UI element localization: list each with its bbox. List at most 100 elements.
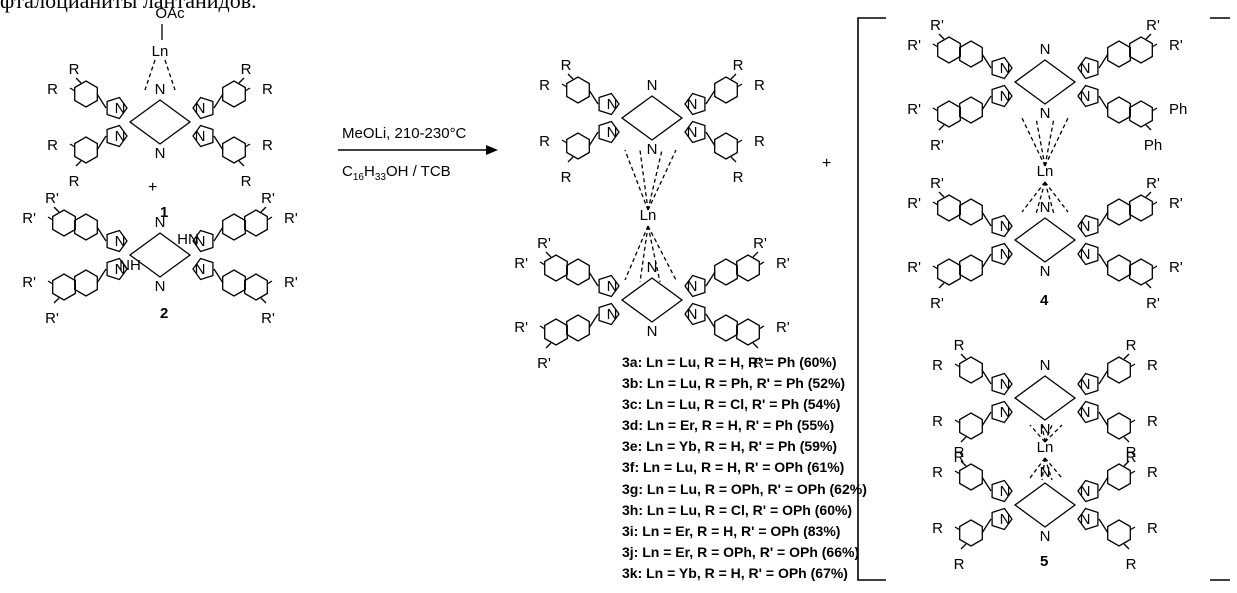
c1-link-1 [213, 93, 224, 109]
reaction-arrow [338, 145, 498, 155]
c3-bottom-sub-bond-b0 [545, 251, 552, 258]
c4-bottom-link-2 [981, 253, 992, 269]
c5-top-link-0 [981, 369, 992, 385]
c2-link-1 [213, 226, 224, 242]
c3-coord-up-1 [639, 149, 649, 211]
c3-top-sub-bond-b3 [730, 156, 737, 163]
c4-top-benzo-3 [1107, 96, 1131, 124]
c5-top-sub-bond-a2 [954, 419, 961, 424]
c1-pyrrole-n-1: N [195, 100, 206, 117]
c3-coord-down-3 [647, 225, 677, 281]
c2-pyrrole-n-2: N [115, 261, 126, 278]
c4-bottom-sub-bond-b3 [1145, 282, 1152, 289]
c1-sub-b0: R [69, 61, 80, 78]
bracket-right [1210, 17, 1230, 581]
c3-top-link-1 [705, 89, 716, 105]
c4-top-core-ring [1013, 59, 1077, 105]
c3-top-benzo-2 [566, 132, 590, 160]
c4-top-pyrrole-n-1: N [1080, 60, 1091, 77]
c2-sub-bond-b0 [53, 206, 60, 213]
c4-bottom-sub-b3: R' [1146, 295, 1160, 312]
bracket-left [857, 17, 886, 581]
c4-bottom-sub-bond-a1 [1151, 201, 1158, 206]
c4-bottom-naphtho-2 [937, 258, 961, 286]
c1-sub-bond-a0 [69, 87, 76, 92]
c2-sub-bond-a1 [266, 216, 273, 221]
c3-bottom-pyrrole-n-2: N [607, 306, 618, 323]
c3-top-benzo-0 [566, 76, 590, 104]
c4-coord-up-2 [1044, 117, 1055, 167]
c1-sub-bond-b3 [238, 160, 245, 167]
c3-bottom-sub-a0: R' [514, 255, 528, 272]
c2-pyrrole-n-1: N [195, 233, 206, 250]
compound-label-5: 5 [1040, 553, 1048, 570]
c5-bottom-benzo-1 [1107, 463, 1131, 491]
c4-coord-up-3 [1044, 117, 1069, 167]
c3-bottom-naphtho-1 [736, 254, 760, 282]
c4-bottom-sub-b2: R' [930, 295, 944, 312]
c2-sub-bond-b2 [53, 297, 60, 304]
c3-top-sub-bond-a2 [561, 139, 568, 144]
c3-top-sub-b1: R [733, 57, 744, 74]
c3-top-pyrrole-n-0: N [607, 96, 618, 113]
arrow-conditions-below: C16H33OH / TCB [342, 163, 451, 183]
c1-pyrrole-3 [192, 124, 214, 148]
plus-sign-1: + [148, 179, 157, 196]
c4-bottom-pyrrole-n-1: N [1080, 218, 1091, 235]
c4-top-benzo-2 [959, 96, 983, 124]
c4-bottom-core-ring [1013, 217, 1077, 263]
c3-top-sub-bond-b1 [730, 73, 737, 80]
c5-bottom-pyrrole-n-2: N [1000, 511, 1011, 528]
c1-sub-bond-b0 [75, 77, 82, 84]
c5-top-pyrrole-2 [991, 400, 1013, 424]
c3-top-link-0 [588, 89, 599, 105]
c5-top-sub-a0: R [932, 357, 943, 374]
c1-pyrrole-n-3: N [195, 128, 206, 145]
c3-bottom-sub-bond-a1 [758, 261, 765, 266]
c1-link-0 [96, 93, 107, 109]
product-3c: 3c: Ln = Lu, R = Cl, R' = Ph (54%) [622, 396, 841, 413]
product-3i: 3i: Ln = Er, R = H, R' = OPh (83%) [622, 522, 841, 539]
c3-top-pyrrole-2 [598, 120, 620, 144]
c5-coord-up-1 [1041, 424, 1046, 443]
c3-bottom-sub-b3: R' [753, 355, 767, 372]
c2-naphtho-0 [52, 209, 76, 237]
c4-bottom-meso-n-top: N [1040, 199, 1051, 216]
c4-top-pyrrole-1 [1077, 56, 1099, 80]
c3-coord-down-0 [624, 225, 649, 281]
c5-bottom-sub-a1: R [1147, 464, 1158, 481]
c5-top-link-1 [1098, 369, 1109, 385]
c2-sub-bond-a2 [47, 280, 54, 285]
c4-bottom-sub-a0: R' [907, 195, 921, 212]
c1-coord-1 [144, 59, 156, 91]
c5-coord-up-2 [1044, 424, 1053, 443]
c4-top-sub-a3: Ph [1169, 101, 1187, 118]
c4-top-naphtho-1 [1129, 36, 1153, 64]
c5-top-sub-a1: R [1147, 357, 1158, 374]
c4-bottom-sub-bond-b2 [938, 282, 945, 289]
c3-bottom-benzo-1 [714, 258, 738, 286]
c5-top-sub-b1: R [1126, 337, 1137, 354]
c2-benzo-1 [222, 213, 246, 241]
c4-top-benzo-1 [1107, 40, 1131, 68]
c4-bottom-benzo-2 [959, 254, 983, 282]
c4-bottom-meso-n-bottom: N [1040, 263, 1051, 280]
c3-top-sub-bond-b2 [567, 156, 574, 163]
c4-coord-down-1 [1035, 181, 1046, 215]
c4-bottom-sub-bond-a3 [1151, 265, 1158, 270]
c3-metal: Ln [640, 207, 657, 224]
c1-pyrrole-2 [106, 124, 128, 148]
c5-top-sub-bond-a1 [1129, 363, 1136, 368]
c3-bottom-benzo-2 [566, 314, 590, 342]
c5-bottom-link-0 [981, 476, 992, 492]
c2-sub-bond-a3 [266, 280, 273, 285]
product-3d: 3d: Ln = Er, R = H, R' = Ph (55%) [622, 417, 835, 434]
c4-top-sub-bond-b0 [938, 33, 945, 40]
compound-label-2: 2 [160, 305, 168, 322]
c2-sub-b3: R' [261, 310, 275, 327]
c1-core-ring [128, 99, 192, 145]
c4-top-meso-n-bottom: N [1040, 105, 1051, 122]
c4-top-sub-bond-b2 [938, 124, 945, 131]
c5-top-pyrrole-n-1: N [1080, 376, 1091, 393]
c4-coord-down-0 [1021, 181, 1046, 213]
